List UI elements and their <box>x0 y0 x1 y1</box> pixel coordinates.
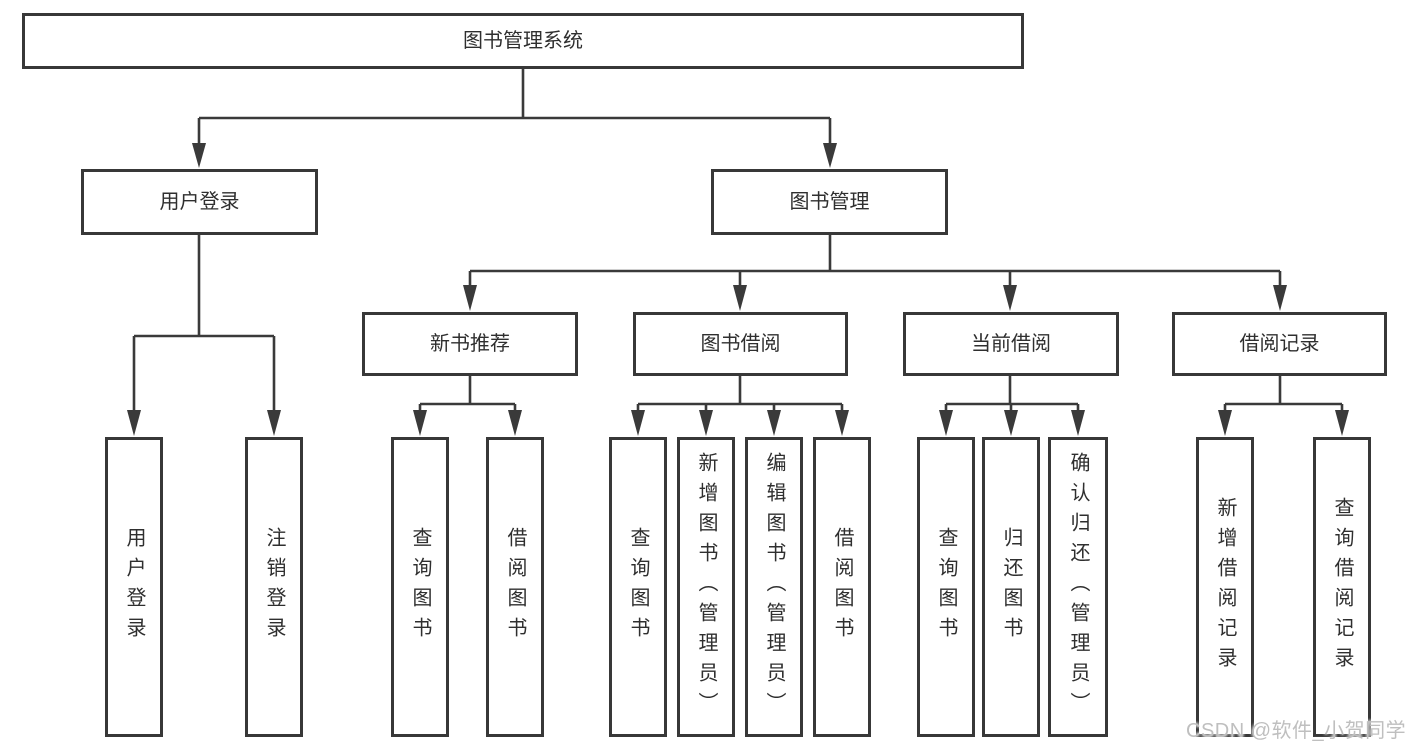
node-user-login-leaf: 用户登录 <box>105 437 163 737</box>
node-current-borrow: 当前借阅 <box>903 312 1119 376</box>
node-label: 查询图书 <box>409 527 431 647</box>
node-label: 查询图书 <box>935 527 957 647</box>
node-label: 借阅图书 <box>831 527 853 647</box>
connector-borrow-record-to-leaves <box>1218 376 1349 436</box>
node-library-management-system: 图书管理系统 <box>22 13 1024 69</box>
node-book-management: 图书管理 <box>711 169 948 235</box>
csdn-watermark: CSDN @软件_小贺同学 <box>1186 720 1405 742</box>
connector-user-login-to-leaves <box>127 235 281 436</box>
node-user-login: 用户登录 <box>81 169 318 235</box>
connector-book-management-to-level2 <box>463 235 1287 311</box>
connector-book-borrow-to-leaves <box>631 376 849 436</box>
connector-current-borrow-to-leaves <box>939 376 1085 436</box>
node-label: 新增图书（管理员） <box>695 452 717 722</box>
node-add-book-admin: 新增图书（管理员） <box>677 437 735 737</box>
node-label: 注销登录 <box>263 527 285 647</box>
node-confirm-return-admin: 确认归还（管理员） <box>1048 437 1108 737</box>
node-label: 新书推荐 <box>430 333 510 355</box>
connector-new-book-to-leaves <box>413 376 522 436</box>
node-label: 确认归还（管理员） <box>1067 452 1089 722</box>
node-label: 用户登录 <box>159 191 240 213</box>
node-new-book-recommend: 新书推荐 <box>362 312 578 376</box>
node-borrow-record: 借阅记录 <box>1172 312 1387 376</box>
node-label: 图书管理 <box>789 191 870 213</box>
node-label: 编辑图书（管理员） <box>763 452 785 722</box>
node-label: 借阅记录 <box>1239 333 1320 355</box>
node-label: 图书管理系统 <box>463 30 583 52</box>
node-label: 用户登录 <box>123 527 145 647</box>
node-borrow-book-1: 借阅图书 <box>486 437 544 737</box>
node-label: 查询图书 <box>627 527 649 647</box>
node-query-borrow-record: 查询借阅记录 <box>1313 437 1371 737</box>
node-label: 借阅图书 <box>504 527 526 647</box>
node-edit-book-admin: 编辑图书（管理员） <box>745 437 803 737</box>
node-query-book-1: 查询图书 <box>391 437 449 737</box>
node-logout: 注销登录 <box>245 437 303 737</box>
node-label: 图书借阅 <box>700 333 781 355</box>
node-query-book-2: 查询图书 <box>609 437 667 737</box>
node-query-book-3: 查询图书 <box>917 437 975 737</box>
node-label: 新增借阅记录 <box>1214 497 1236 677</box>
node-label: 当前借阅 <box>971 333 1051 355</box>
node-borrow-book-2: 借阅图书 <box>813 437 871 737</box>
node-add-borrow-record: 新增借阅记录 <box>1196 437 1254 737</box>
connector-root-to-level1 <box>192 69 837 168</box>
node-label: 查询借阅记录 <box>1331 497 1353 677</box>
node-book-borrow: 图书借阅 <box>633 312 848 376</box>
node-label: 归还图书 <box>1000 527 1022 647</box>
node-return-book: 归还图书 <box>982 437 1040 737</box>
